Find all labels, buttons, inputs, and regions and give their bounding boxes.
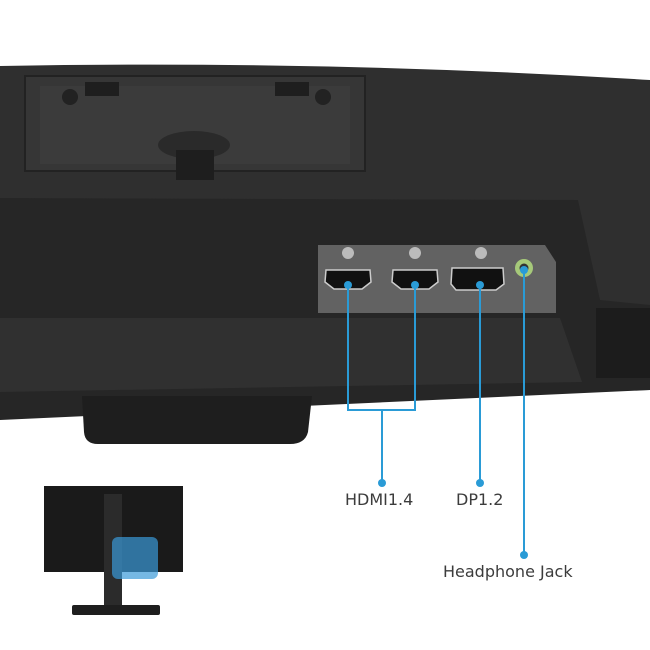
dp-label: DP1.2 [456, 490, 504, 509]
callout-dot [476, 281, 484, 289]
mount-tab [176, 150, 214, 180]
headphone-jack-label: Headphone Jack [443, 562, 573, 581]
screw-hole [62, 89, 78, 105]
screw-icon [409, 247, 421, 259]
port-area-highlight [112, 537, 158, 579]
callout-dot [476, 479, 484, 487]
displayport-icon [450, 267, 505, 291]
screw-icon [342, 247, 354, 259]
stand-foot [82, 396, 312, 444]
hdmi-label: HDMI1.4 [345, 490, 414, 509]
hdmi-callout-line [347, 285, 416, 483]
screw-hole [315, 89, 331, 105]
callout-lines [347, 270, 525, 555]
side-vent [596, 308, 650, 378]
callout-dot [520, 551, 528, 559]
hdmi-port-icon [391, 269, 439, 290]
monitor-thumbnail [44, 486, 183, 615]
callout-dot [344, 281, 352, 289]
monitor-bottom-lip [0, 318, 582, 392]
mount-slot [85, 82, 119, 96]
callout-dot [378, 479, 386, 487]
mount-slot [275, 82, 309, 96]
screw-icon [475, 247, 487, 259]
callout-dot [520, 266, 528, 274]
hdmi-port-icon [324, 269, 372, 290]
callout-dot [411, 281, 419, 289]
